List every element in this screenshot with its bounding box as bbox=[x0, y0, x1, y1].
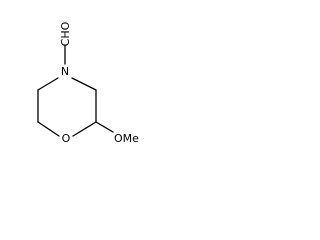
bond-n-c-right bbox=[71, 77, 97, 91]
bond-c-lower-o bbox=[72, 121, 97, 137]
aldehyde-label: CHO bbox=[59, 21, 72, 46]
bond-o-c-lower-left bbox=[37, 121, 60, 137]
structure-diagram: CHO N O OMe bbox=[37, 21, 139, 145]
nitrogen-label: N bbox=[61, 65, 69, 78]
methoxy-label: OMe bbox=[114, 132, 139, 145]
bond-c-left-n bbox=[37, 77, 59, 91]
oxygen-label: O bbox=[62, 132, 71, 145]
bond-c-lower-ome bbox=[95, 121, 114, 133]
